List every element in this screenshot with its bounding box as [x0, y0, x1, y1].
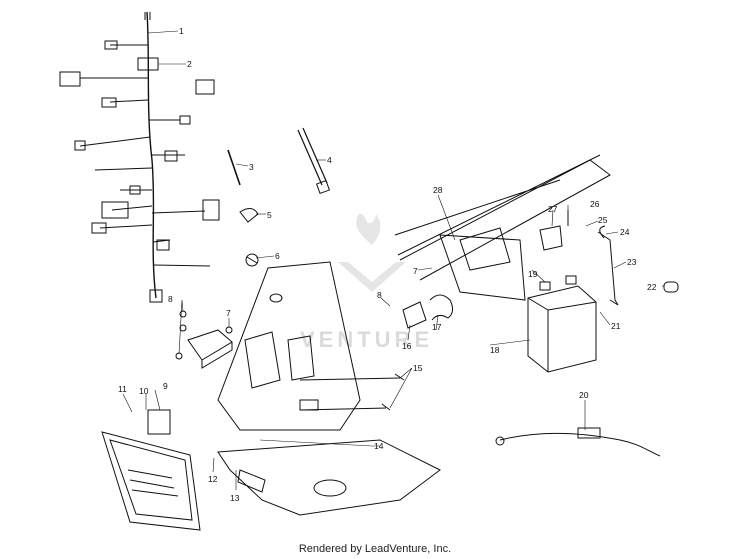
callout-labels: 1 2 3 4 5 6 7 7 8 8 9 10 11 12 13 14 15 … [118, 26, 657, 503]
callout-7b: 7 [413, 266, 418, 276]
callout-10: 10 [139, 386, 149, 396]
relay-bracket [175, 310, 233, 369]
callout-3: 3 [249, 162, 254, 172]
callout-2: 2 [187, 59, 192, 69]
callout-12: 12 [208, 474, 218, 484]
leader-lines [122, 30, 664, 490]
callout-11: 11 [118, 384, 127, 394]
lower-frame [217, 439, 441, 516]
callout-22: 22 [647, 282, 657, 292]
front-guard [101, 409, 201, 531]
battery-assembly [527, 210, 679, 373]
callout-16: 16 [402, 341, 412, 351]
callout-9: 9 [163, 381, 168, 391]
callout-14: 14 [374, 441, 384, 451]
callout-20: 20 [579, 390, 589, 400]
callout-21: 21 [611, 321, 621, 331]
fasteners-and-ties [227, 127, 331, 267]
callout-4: 4 [327, 155, 332, 165]
callout-8a: 8 [168, 294, 173, 304]
callout-19: 19 [528, 269, 538, 279]
callout-28: 28 [433, 185, 443, 195]
callout-18: 18 [490, 345, 500, 355]
callout-17: 17 [432, 322, 442, 332]
callout-8b: 8 [377, 290, 382, 300]
leadventure-watermark: VENTURE [300, 213, 433, 352]
callout-23: 23 [627, 257, 637, 267]
render-credit: Rendered by LeadVenture, Inc. [298, 543, 452, 555]
callout-24: 24 [620, 227, 630, 237]
wiring-harness [59, 11, 220, 303]
callout-25: 25 [598, 215, 608, 225]
callout-27: 27 [548, 204, 558, 214]
callout-15: 15 [413, 363, 423, 373]
callout-26: 26 [590, 199, 600, 209]
watermark-text: VENTURE [300, 327, 433, 352]
solenoid-and-cable [402, 294, 661, 457]
callout-7a: 7 [226, 308, 231, 318]
frame-rails [394, 154, 611, 301]
mounting-plate [217, 261, 405, 431]
callout-5: 5 [267, 210, 272, 220]
callout-1: 1 [179, 26, 184, 36]
callout-13: 13 [230, 493, 240, 503]
callout-6: 6 [275, 251, 280, 261]
